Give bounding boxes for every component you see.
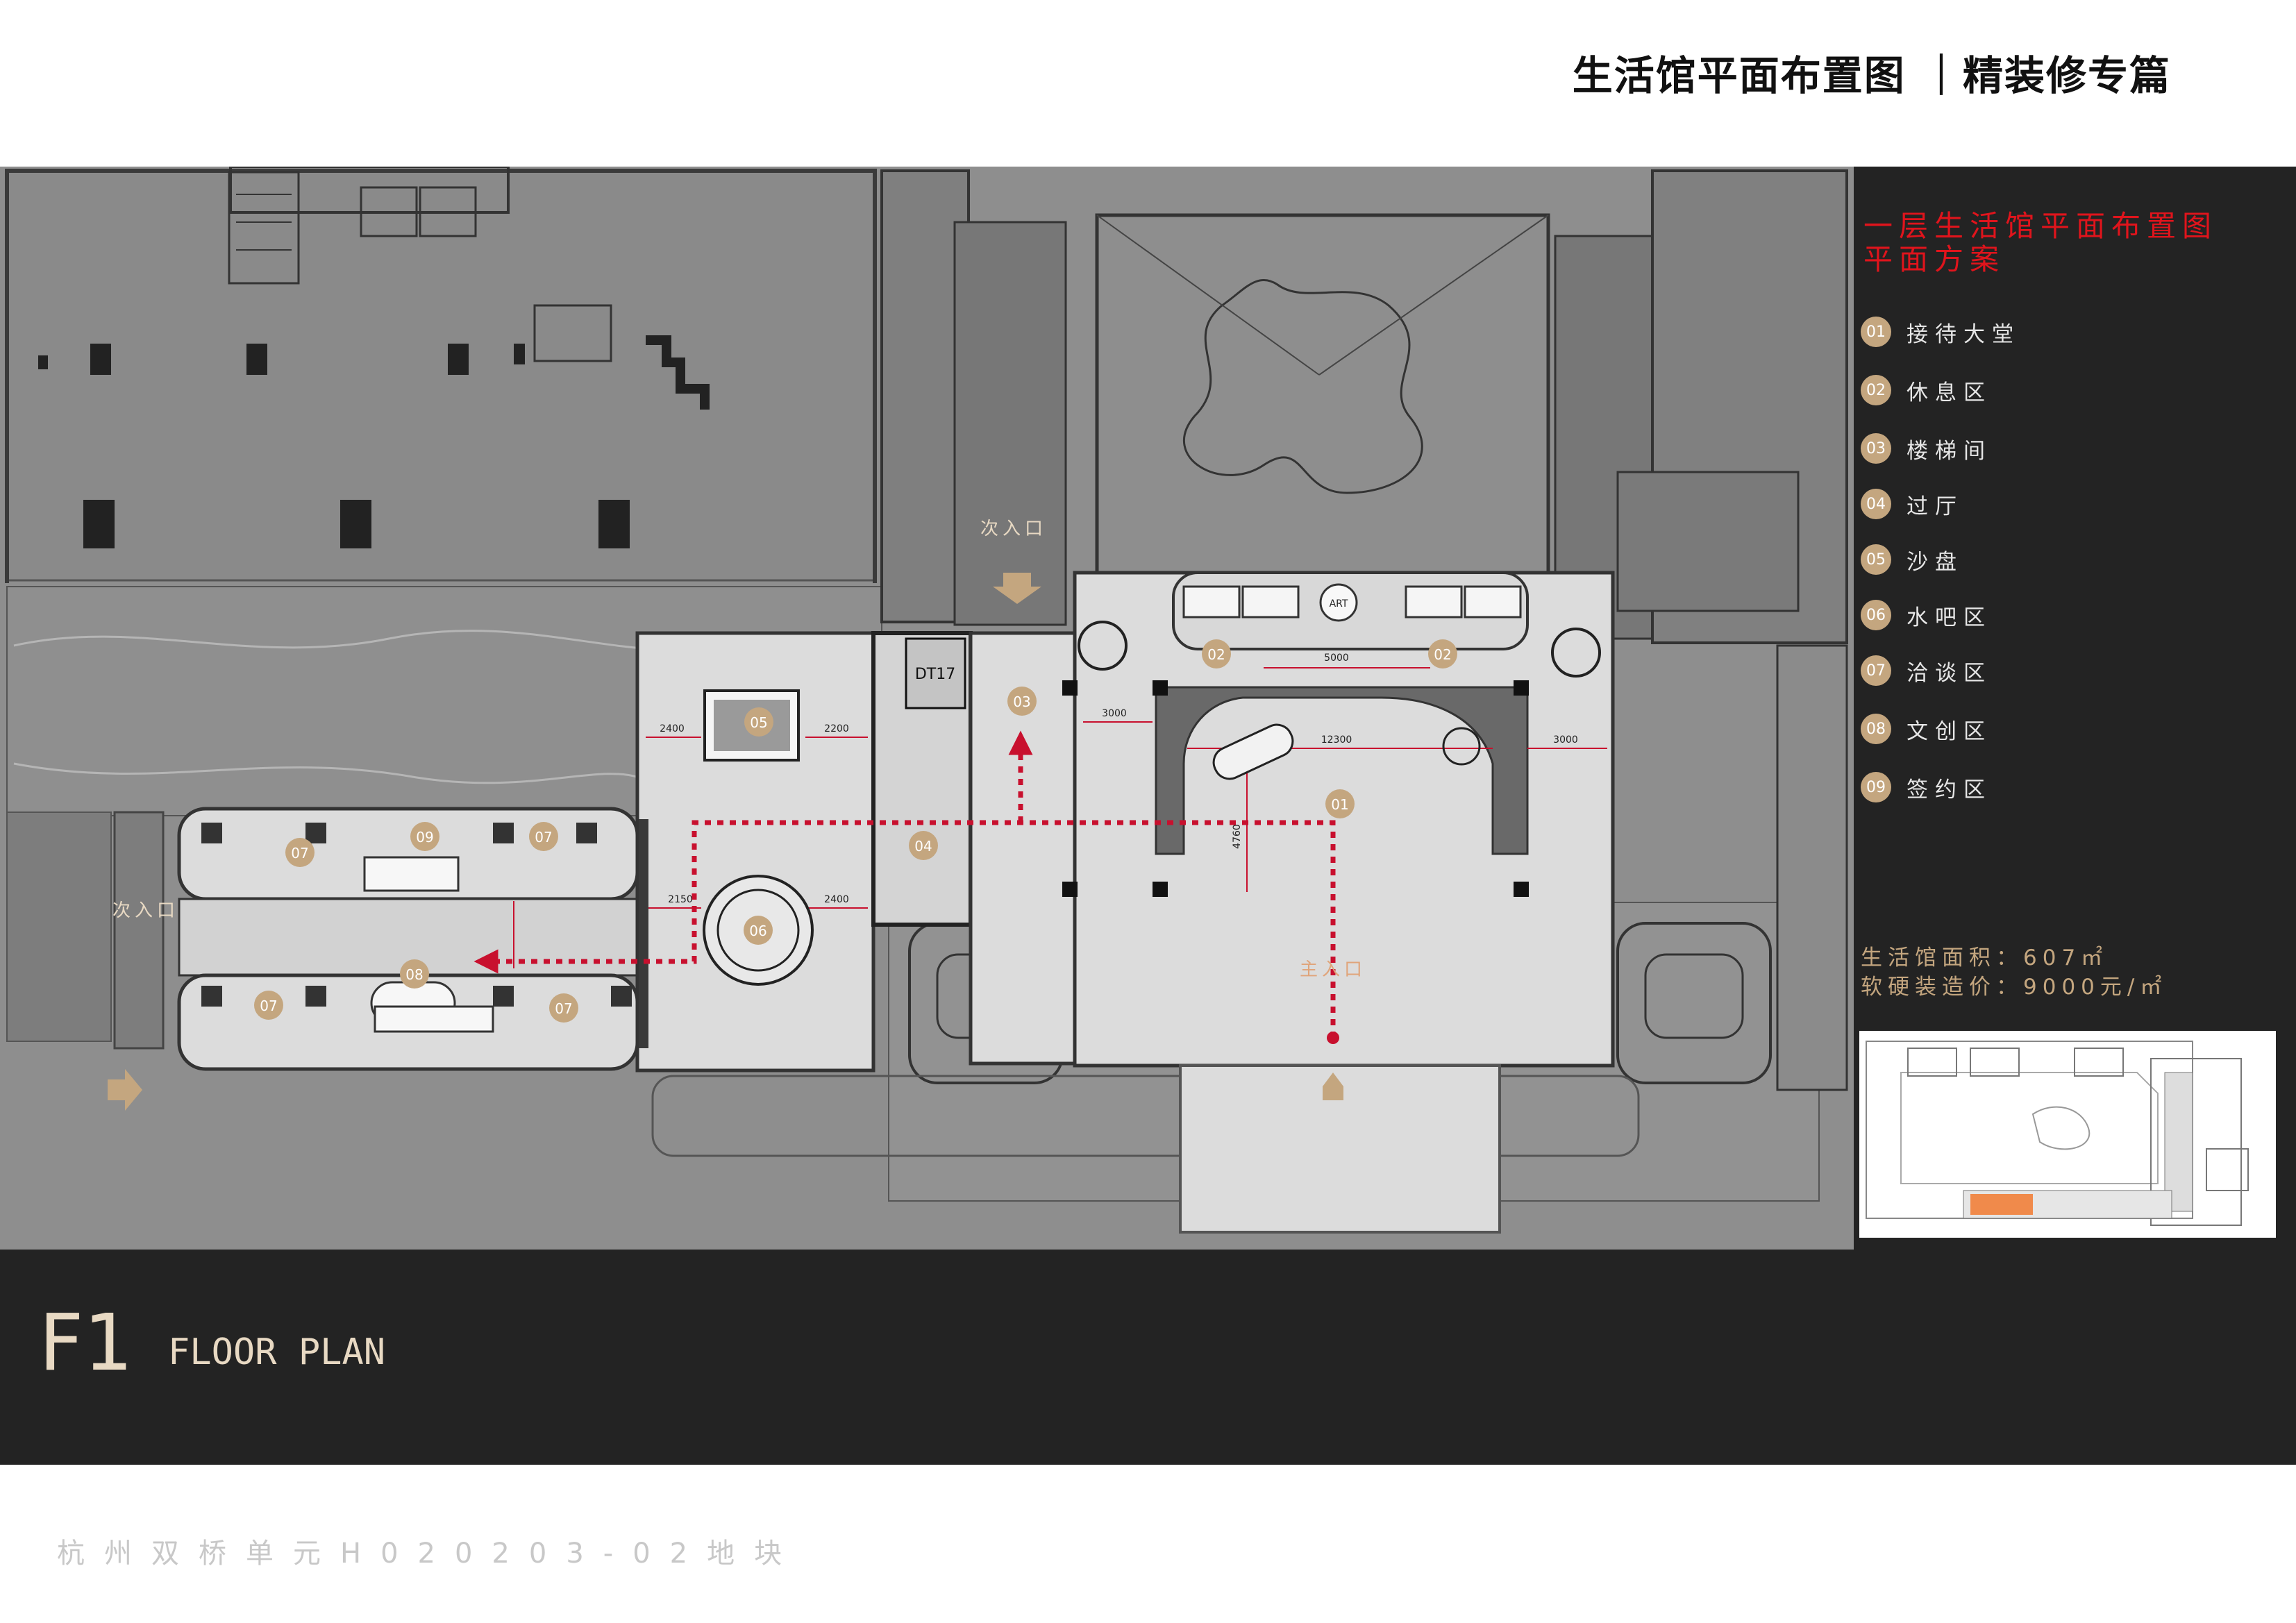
dim-12300: 12300 xyxy=(1321,734,1352,746)
zone-marker-07: 07 xyxy=(549,993,578,1023)
sidebar-subtitle: 平面方案 xyxy=(1863,242,2006,276)
entry-arrow-icon xyxy=(993,573,1041,604)
zone-marker-07: 07 xyxy=(254,991,283,1020)
legend-badge: 05 xyxy=(1861,544,1891,575)
zone-marker-02: 02 xyxy=(1202,639,1231,668)
legend-badge: 04 xyxy=(1861,489,1891,519)
legend-badge: 07 xyxy=(1861,655,1891,686)
secondary-entrance-top-label: 次入口 xyxy=(980,519,1047,539)
legend-item: 08 文创区 xyxy=(1861,712,1992,746)
legend-item: 06 水吧区 xyxy=(1861,598,1992,632)
legend-item: 02 休息区 xyxy=(1861,373,1992,407)
project-name: 杭州双桥单元H020203-02地块 xyxy=(57,1538,802,1570)
dim-3000-right: 3000 xyxy=(1553,734,1578,746)
elevator-tag: DT17 xyxy=(915,666,955,683)
upper-building xyxy=(6,169,876,582)
circulation-path xyxy=(474,730,1339,1044)
zone-marker-07: 07 xyxy=(529,822,558,851)
cost-stat: 软硬装造价：9000元/㎡ xyxy=(1861,975,2168,1000)
legend-label: 沙盘 xyxy=(1907,549,1963,575)
legend-label: 水吧区 xyxy=(1907,605,1992,630)
sidebar-title: 一层生活馆平面布置图 xyxy=(1863,209,2218,243)
legend-item: 03 楼梯间 xyxy=(1861,432,1992,465)
svg-text:06: 06 xyxy=(749,923,766,939)
legend-label: 文创区 xyxy=(1907,718,1992,744)
svg-text:07: 07 xyxy=(535,829,552,846)
dim-5000: 5000 xyxy=(1324,653,1349,664)
legend-item: 07 洽谈区 xyxy=(1861,654,1992,687)
dim-2400-bottom: 2400 xyxy=(824,894,849,905)
interior-floor xyxy=(177,571,1615,1234)
art-label: ART xyxy=(1330,598,1348,609)
floor-plan-label: FLOOR PLAN xyxy=(168,1331,386,1373)
legend-label: 签约区 xyxy=(1907,777,1992,802)
svg-text:02: 02 xyxy=(1207,646,1225,663)
legend-item: 04 过厅 xyxy=(1861,487,1963,521)
highlight-block xyxy=(1970,1194,2033,1215)
svg-text:01: 01 xyxy=(1331,796,1348,813)
zone-marker-01: 01 xyxy=(1325,789,1355,818)
zone-marker-05: 05 xyxy=(744,707,773,737)
svg-text:03: 03 xyxy=(1013,693,1030,710)
secondary-entrance-left-label: 次入口 xyxy=(112,900,179,921)
zone-marker-07: 07 xyxy=(285,838,315,867)
zone-marker-08: 08 xyxy=(400,959,429,989)
legend-item: 01 接待大堂 xyxy=(1861,315,2020,348)
zone-marker-03: 03 xyxy=(1007,687,1037,716)
legend-badge: 01 xyxy=(1861,317,1891,347)
svg-text:08: 08 xyxy=(405,966,423,983)
legend-item: 05 沙盘 xyxy=(1861,543,1963,576)
floor-plan-drawing: ART DT17 5000 12300 3000 3000 2400 2200 … xyxy=(0,167,1854,1250)
dim-2200: 2200 xyxy=(824,723,849,734)
dim-3000-left: 3000 xyxy=(1102,708,1127,719)
legend-badge: 03 xyxy=(1861,433,1891,464)
floor-label: F1 xyxy=(39,1298,133,1388)
legend-item: 09 签约区 xyxy=(1861,771,1992,804)
title-band: F1 FLOOR PLAN xyxy=(0,1250,2296,1465)
svg-text:07: 07 xyxy=(291,845,308,861)
zone-marker-06: 06 xyxy=(744,916,773,945)
legend-badge: 09 xyxy=(1861,772,1891,802)
legend-label: 过厅 xyxy=(1907,494,1963,519)
main-entrance-label: 主入口 xyxy=(1300,959,1366,980)
dim-2150: 2150 xyxy=(668,894,693,905)
zone-marker-09: 09 xyxy=(410,822,439,851)
page-title: 生活馆平面布置图 ｜精装修专篇 xyxy=(1572,52,2171,99)
legend-label: 洽谈区 xyxy=(1907,660,1992,686)
svg-text:02: 02 xyxy=(1434,646,1451,663)
legend-label: 楼梯间 xyxy=(1907,438,1992,464)
legend-badge: 06 xyxy=(1861,600,1891,630)
svg-text:09: 09 xyxy=(416,829,433,846)
legend-badge: 08 xyxy=(1861,714,1891,744)
legend-badge: 02 xyxy=(1861,375,1891,405)
dim-4760: 4760 xyxy=(1232,824,1243,849)
svg-text:05: 05 xyxy=(750,714,767,731)
zone-marker-02: 02 xyxy=(1428,639,1457,668)
legend-label: 接待大堂 xyxy=(1907,321,2020,347)
entry-arrow-icon xyxy=(108,1069,142,1111)
zone-marker-04: 04 xyxy=(909,831,938,860)
entry-arrow-icon xyxy=(1323,1073,1343,1100)
svg-text:04: 04 xyxy=(914,838,932,855)
svg-text:07: 07 xyxy=(260,998,277,1014)
floor-plan-svg: ART DT17 5000 12300 3000 3000 2400 2200 … xyxy=(5,167,1848,1234)
site-key-plan xyxy=(1859,1031,2276,1238)
area-stat: 生活馆面积：607㎡ xyxy=(1861,945,2109,970)
svg-text:07: 07 xyxy=(555,1000,572,1017)
dim-2400-top: 2400 xyxy=(660,723,685,734)
legend-label: 休息区 xyxy=(1907,380,1992,405)
